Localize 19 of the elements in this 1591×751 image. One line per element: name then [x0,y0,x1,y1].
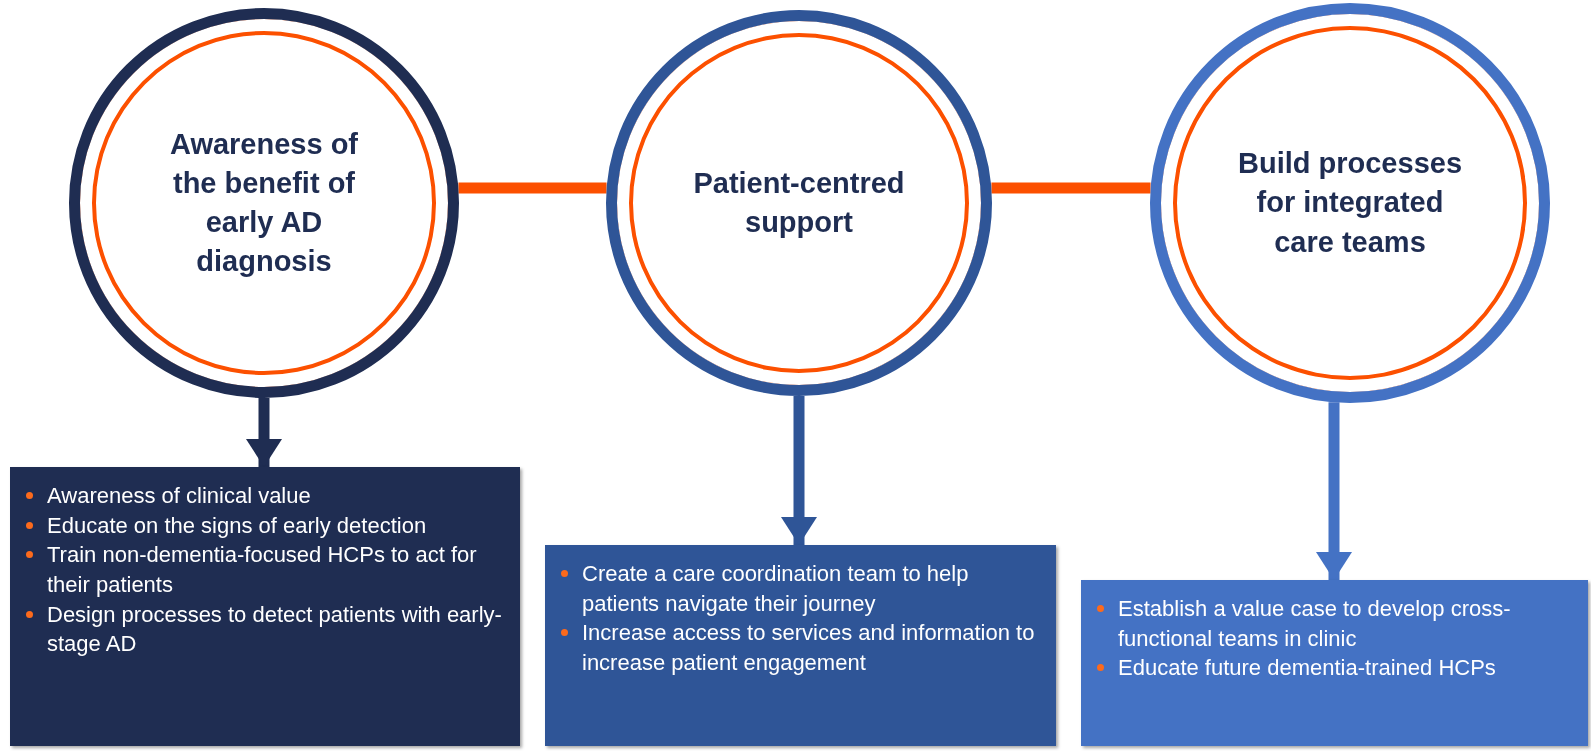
bullet-text: Design processes to detect patients with early-stage AD [47,600,503,659]
arrow [1316,402,1352,580]
circle-title: Build processes for integrated care teams [1237,146,1463,260]
bullet-box [545,545,1056,746]
bullet-text: Train non-dementia-focused HCPs to act for their patients [47,541,478,600]
connector-line [991,182,1151,194]
bullet-text: Create a care coordination team to help patients navigate their journey [582,560,970,618]
bullet-text: Establish a value case to develop cross-functional teams in clinic [1118,595,1512,653]
connector-line [458,182,607,194]
bullet-text: Educate on the signs of early detection [47,511,427,540]
circle-title: Patient-centred support [692,165,906,240]
bullet-text: Increase access to services and information to increase patient engagement [582,619,1036,678]
bullet-box [10,467,520,746]
bullet-box [1081,580,1588,746]
bullet-text: Educate future dementia-trained HCPs [1118,654,1496,683]
arrow [246,398,282,467]
arrow [781,396,817,545]
circle-title: Awareness of the benefit of early AD diagnosis [168,126,359,280]
bullet-text: Awareness of clinical value [47,482,311,510]
